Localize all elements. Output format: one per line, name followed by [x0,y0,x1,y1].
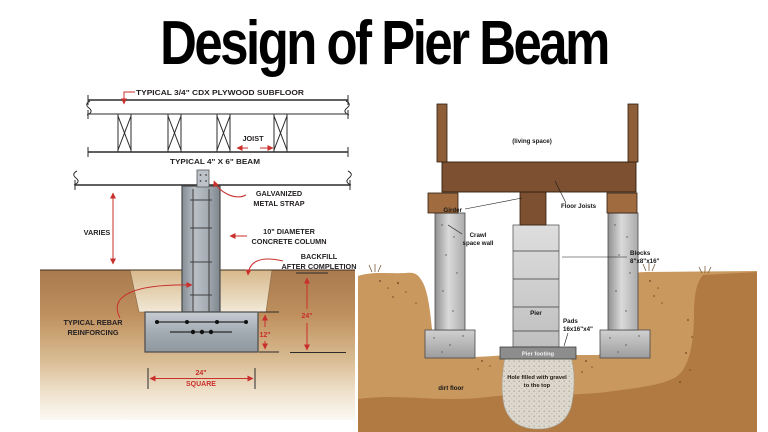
leader-rebar [116,281,193,319]
dirt-floor-label: dirt floor [438,385,464,392]
floor-framing [73,95,352,190]
living-space-label: (living space) [512,138,552,145]
leader-subfloor [121,91,135,105]
gravel-fill [501,356,575,430]
pier-footing-bar [499,346,577,360]
varies-label: VARIES [84,228,111,237]
subfloor-label: TYPICAL 3/4" CDX PLYWOOD SUBFLOOR [136,88,305,97]
dimension-ticks [147,272,346,389]
pad-left [424,329,476,359]
sill-right [606,192,638,214]
break-squiggles [73,100,352,186]
footing-rebar [155,320,248,335]
floor-joists-label: Floor Joists [561,203,597,210]
red-annotations [110,91,310,382]
blocks-label: Blocks [630,250,651,257]
blocks-label-2: 8"x8"x16" [630,258,660,265]
crawl-wall-label-2: space wall [463,240,494,247]
strap-label-2: METAL STRAP [253,199,304,208]
gravel-label: Hole filled with gravel [507,375,567,381]
pier-foundation-illustration: (living space) Girder Floor Joists Crawl… [358,103,757,432]
rebar-label: TYPICAL REBAR [63,318,123,327]
column-label-2: CONCRETE COLUMN [252,237,327,246]
girder-label: Girder [443,207,462,214]
beam-label: TYPICAL 4" X 6" BEAM [170,157,260,166]
leader-strap [213,180,247,198]
left-labels: TYPICAL 3/4" CDX PLYWOOD SUBFLOOR JOIST … [63,88,356,388]
pier-beam-section-diagram: TYPICAL 3/4" CDX PLYWOOD SUBFLOOR JOIST … [40,88,357,420]
dim-footing-label: 12" [259,332,270,339]
dim-width-word: SQUARE [186,381,216,388]
backfill-label: BACKFILL [301,252,338,261]
footing [144,311,259,353]
pads-label: Pads [563,318,578,325]
crawl-wall-label: Crawl [470,232,487,239]
backfill-label-2: AFTER COMPLETION [282,262,357,271]
column-rebar [190,189,212,332]
floor-band [441,161,637,193]
joist-label: JOIST [242,134,264,143]
pier-right [607,212,639,331]
metal-strap [196,169,210,188]
leader-lines [447,180,627,347]
rebar-label-2: REINFORCING [67,328,118,337]
end-ticks [74,95,351,190]
girder-post [519,191,547,226]
pier-footing-label: Pier footing [522,352,555,358]
pads-label-2: 16x16"x4" [563,326,593,333]
strap-label: GALVANIZED [256,189,302,198]
gravel-label-2: to the top [524,383,551,389]
sill-left [427,192,459,214]
soil-speckles [379,280,693,383]
leader-backfill [245,258,284,276]
pier-left [434,212,466,331]
column-label: 10" DIAMETER [263,227,315,236]
leader-crawl-wall [447,224,463,235]
left-post [436,103,448,163]
concrete-column [181,185,221,332]
pad-right [599,329,651,359]
joist-bracing [117,114,288,152]
dirt-dark [358,272,757,432]
block-stack [512,224,560,348]
page-title: Design of Pier Beam [160,9,610,78]
dim-width-label: 24" [195,370,206,377]
right-post [627,103,639,163]
leader-pads [563,332,569,347]
right-labels: (living space) Girder Floor Joists Crawl… [438,138,659,392]
pier-label: Pier [530,310,542,317]
grass-tufts [368,263,712,274]
leader-floor-joists [554,180,567,204]
leader-girder [464,197,523,210]
dim-depth-label: 24" [301,313,312,320]
